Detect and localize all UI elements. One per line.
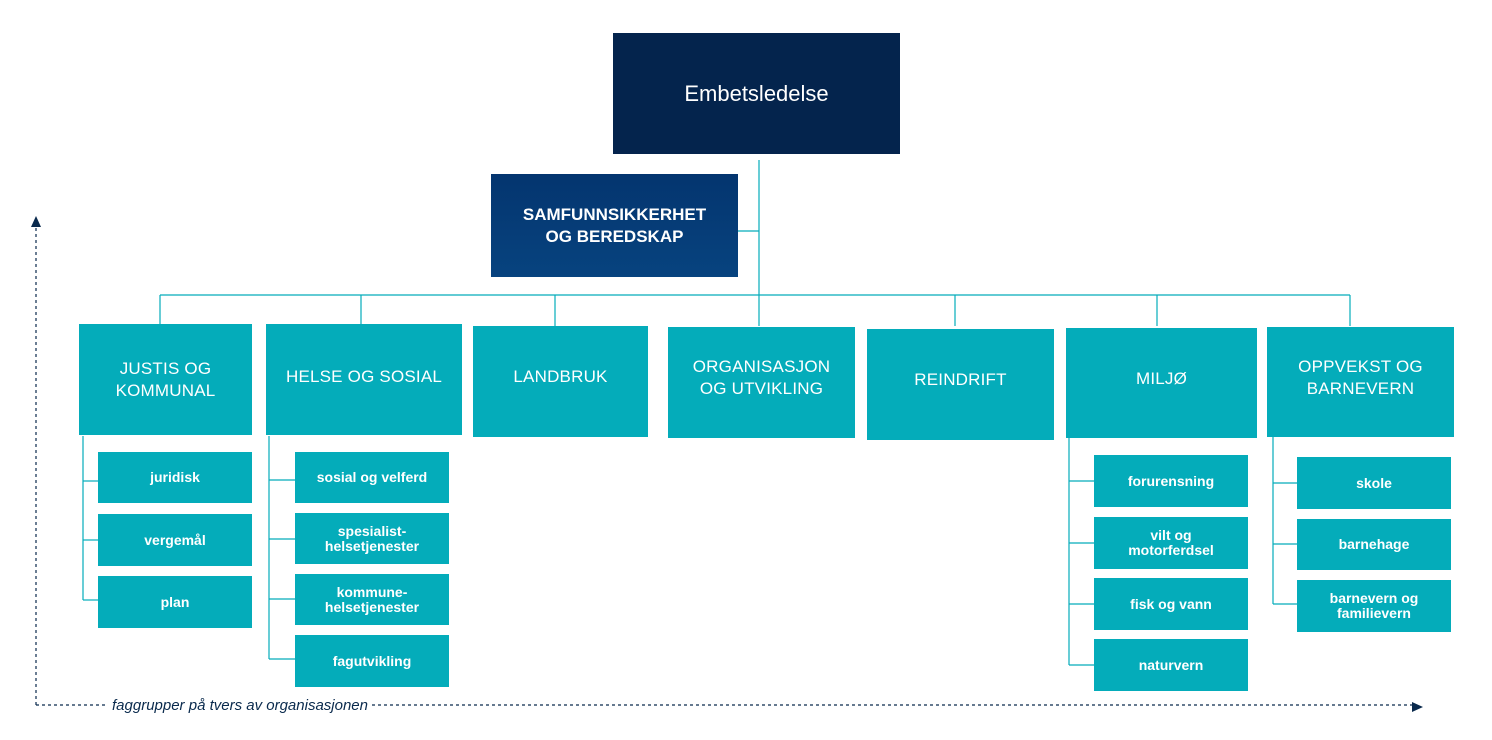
subgroup-naturvern: naturvern [1094, 639, 1248, 691]
dept-reindrift: REINDRIFT [867, 329, 1054, 440]
arrow-up-icon [31, 216, 41, 227]
subgroup-fagutvikling: fagutvikling [295, 635, 449, 687]
dept-oppvekst: OPPVEKST OG BARNEVERN [1267, 327, 1454, 437]
subgroup-barnevern-og-familievern: barnevern og familievern [1297, 580, 1451, 632]
subgroup-sosial-og-velferd: sosial og velferd [295, 452, 449, 503]
subgroup-vergemal: vergemål [98, 514, 252, 566]
samfunnssikkerhet-box: SAMFUNNSIKKERHET OG BEREDSKAP [491, 174, 738, 277]
cross-axis-label: faggrupper på tvers av organisasjonen [108, 696, 372, 716]
subgroup-vilt-og-motorferdsel: vilt og motorferdsel [1094, 517, 1248, 569]
dept-landbruk: LANDBRUK [473, 326, 648, 437]
subgroup-juridisk: juridisk [98, 452, 252, 503]
subgroup-kommunehelsetjenester: kommune- helsetjenester [295, 574, 449, 625]
subgroup-forurensning: forurensning [1094, 455, 1248, 507]
subgroup-barnehage: barnehage [1297, 519, 1451, 570]
dept-organisasjon: ORGANISASJON OG UTVIKLING [668, 327, 855, 438]
subgroup-plan: plan [98, 576, 252, 628]
dept-miljo: MILJØ [1066, 328, 1257, 438]
subgroup-fisk-og-vann: fisk og vann [1094, 578, 1248, 630]
arrow-right-icon [1412, 702, 1423, 712]
embetsledelse-box: Embetsledelse [613, 33, 900, 154]
subgroup-skole: skole [1297, 457, 1451, 509]
subgroup-spesialisthelsetjenester: spesialist- helsetjenester [295, 513, 449, 564]
dept-helse: HELSE OG SOSIAL [266, 324, 462, 435]
dept-justis: JUSTIS OG KOMMUNAL [79, 324, 252, 435]
